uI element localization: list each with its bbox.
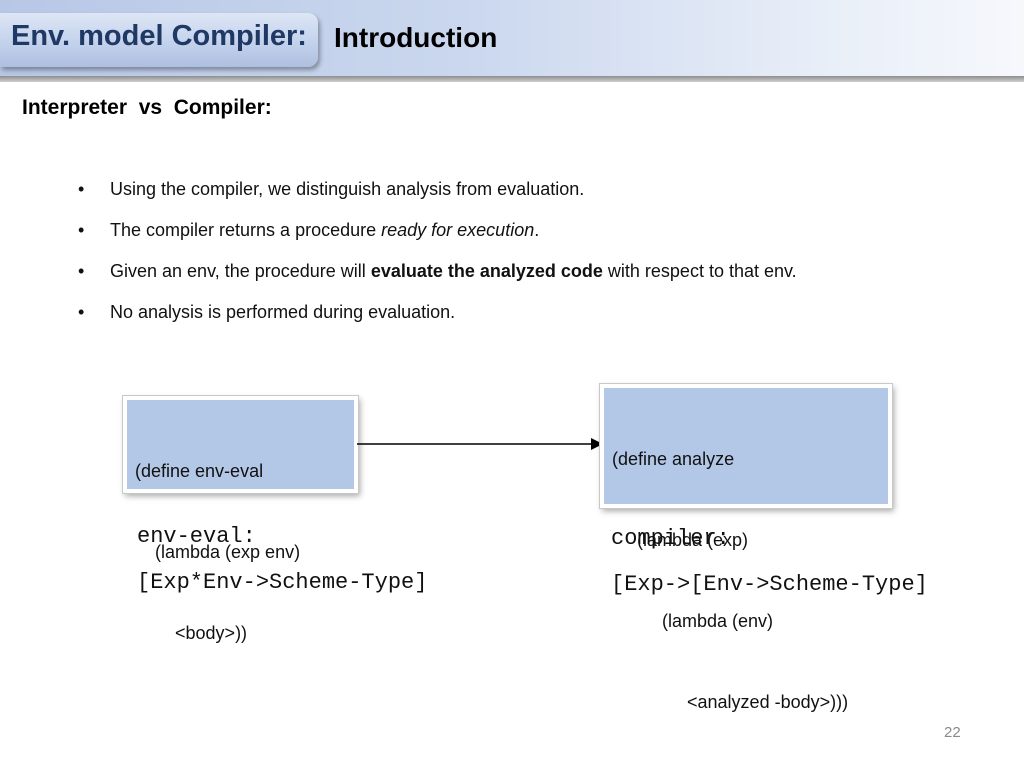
bullet-text: No analysis is performed during evaluati… — [110, 302, 456, 322]
code-line: (define analyze — [612, 449, 735, 469]
bullet-text: Given an env, the procedure will evaluat… — [110, 261, 797, 281]
slide-title: Env. model Compiler: — [11, 20, 307, 52]
bullet-dot-icon: • — [78, 261, 85, 281]
bullet-item: • The compiler returns a procedure ready… — [78, 219, 797, 260]
code-line: (lambda (env) — [612, 611, 774, 631]
bullet-dot-icon: • — [78, 179, 85, 199]
bullet-item: • Using the compiler, we distinguish ana… — [78, 178, 797, 219]
env-eval-signature: [Exp*Env->Scheme-Type] — [137, 570, 428, 595]
bullet-dot-icon: • — [78, 220, 85, 240]
bullet-item: • Given an env, the procedure will evalu… — [78, 260, 797, 301]
code-line: <body>)) — [135, 623, 248, 643]
env-eval-code-box: (define env-eval (lambda (exp env) <body… — [123, 396, 358, 643]
bullet-dot-icon: • — [78, 302, 85, 322]
bullet-strong: evaluate the analyzed code — [370, 261, 603, 281]
code-line: (lambda (exp env) — [135, 542, 301, 562]
title-tab — [0, 13, 318, 67]
compiler-label: compiler: — [611, 526, 730, 551]
bullet-text: The compiler returns a procedure ready f… — [110, 220, 540, 240]
analyze-code-box: (define analyze (lambda (exp) (lambda (e… — [600, 384, 892, 712]
bullet-list: • Using the compiler, we distinguish ana… — [78, 178, 797, 342]
arrow-icon — [357, 438, 603, 450]
env-eval-label: env-eval: — [137, 524, 256, 549]
bullet-emphasis: ready for execution — [381, 220, 535, 240]
page-number: 22 — [944, 724, 961, 741]
bullet-item: • No analysis is performed during evalua… — [78, 301, 797, 342]
code-line: (lambda (exp) — [612, 530, 749, 550]
code-line: <analyzed -body>))) — [612, 692, 849, 712]
compiler-signature: [Exp->[Env->Scheme-Type] — [611, 572, 928, 597]
code-line: (define env-eval — [135, 461, 264, 481]
section-heading: Interpreter vs Compiler: — [22, 96, 272, 119]
header-divider — [0, 76, 1024, 82]
slide-subtitle: Introduction — [334, 22, 498, 53]
bullet-text: Using the compiler, we distinguish analy… — [110, 179, 585, 199]
